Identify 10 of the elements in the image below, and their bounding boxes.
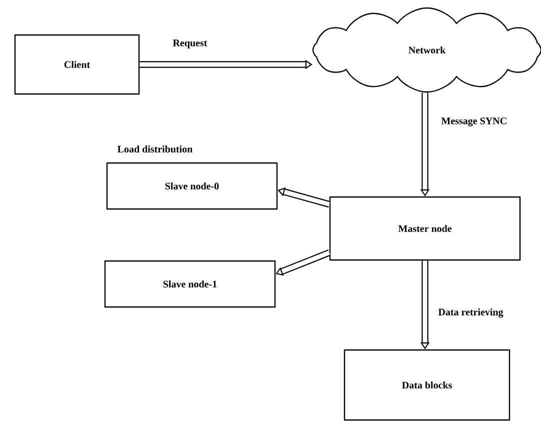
process-box: Master node xyxy=(329,196,521,261)
edge-label: Request xyxy=(172,40,208,48)
process-box: Client xyxy=(14,34,140,95)
edge-label: Data retrieving xyxy=(438,308,504,318)
process-box: Slave node-1 xyxy=(104,260,276,308)
annotation-label: Load distribution xyxy=(118,145,192,153)
process-box: Slave node-0 xyxy=(106,162,278,210)
process-box: Data blocks xyxy=(344,349,510,421)
network-cloud: Network xyxy=(312,7,541,93)
edge-label: Message SYNC xyxy=(441,118,506,126)
